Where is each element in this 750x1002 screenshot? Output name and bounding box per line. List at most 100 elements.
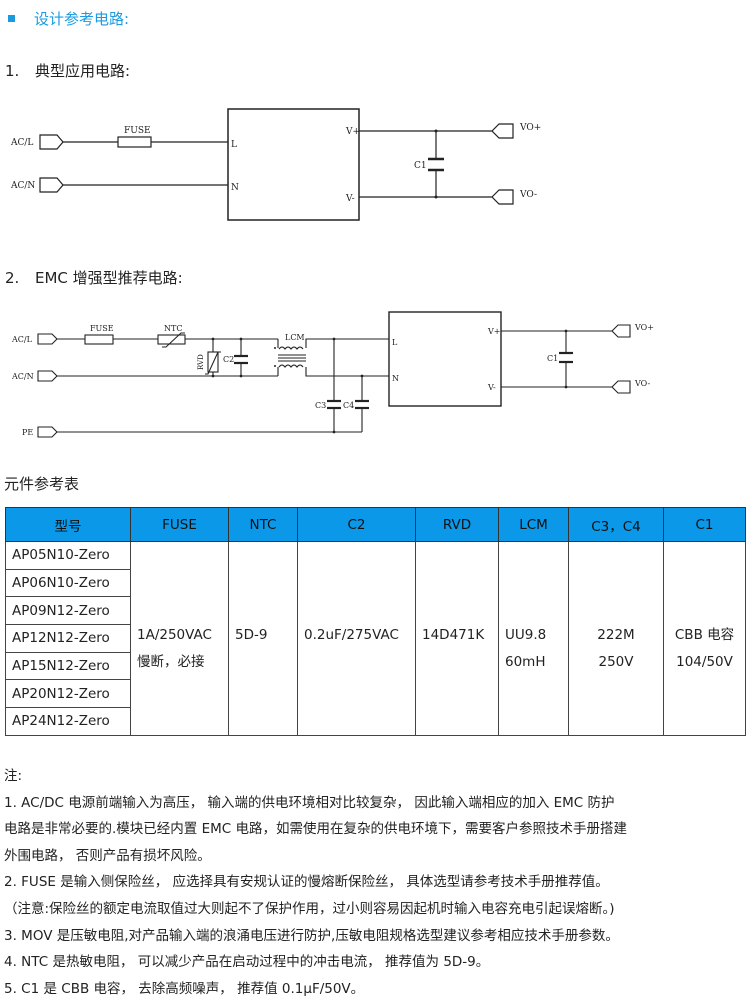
circuit1-number: 1. [5, 62, 20, 80]
model-cell: AP20N12-Zero [5, 679, 131, 709]
header-c2: C2 [297, 507, 416, 542]
ntc-label: NTC [164, 324, 182, 333]
fuse-symbol-icon [117, 136, 152, 148]
note-line: 4. NTC 是热敏电阻， 可以减少产品在启动过程中的冲击电流， 推荐值为 5D… [4, 954, 490, 971]
c2-cell: 0.2uF/275VAC [297, 541, 416, 736]
fuse-cell: 1A/250VAC 慢断，必接 [130, 541, 229, 736]
c2-capacitor-icon [234, 354, 248, 365]
header-c1: C1 [663, 507, 746, 542]
pin-vminus-label: V- [345, 194, 355, 204]
pin-vplus-label: V+ [487, 327, 500, 336]
pin-n-label: N [231, 183, 239, 193]
c3-c4-voltage: 250V [598, 654, 634, 670]
ntc-cell: 5D-9 [228, 541, 298, 736]
note-line: 2. FUSE 是输入侧保险丝， 应选择具有安规认证的慢熔断保险丝， 具体选型请… [4, 874, 609, 891]
ac-n-connector-icon [37, 370, 58, 382]
c1-capacitor-icon [428, 157, 444, 172]
table-row: AP12N12-Zero [5, 624, 746, 653]
ac-n-label: AC/N [10, 181, 35, 191]
ac-l-connector-icon [37, 333, 58, 345]
table-title: 元件参考表 [4, 475, 80, 493]
ac-n-connector-icon [39, 177, 64, 193]
rvd-value: 14D471K [422, 627, 485, 643]
table-row: AP15N12-Zero [5, 651, 746, 681]
c1-capacitor-icon [559, 351, 573, 364]
vo-minus-connector-icon [491, 189, 514, 205]
header-fuse: FUSE [130, 507, 229, 542]
square-bullet-icon [8, 15, 15, 22]
c3-c4-value: 222M [597, 627, 635, 643]
ac-l-connector-icon [39, 134, 64, 150]
section-heading-text: 设计参考电路: [34, 10, 130, 28]
lcm-coil-bottom-icon [278, 364, 304, 368]
ntc-symbol-icon [157, 334, 186, 345]
lcm-value: UU9.8 [505, 627, 547, 643]
vo-plus-label: VO+ [634, 323, 654, 332]
ac-n-label: AC/N [11, 372, 34, 381]
header-lcm: LCM [498, 507, 569, 542]
fuse-note: 慢断，必接 [137, 654, 205, 670]
header-rvd: RVD [415, 507, 499, 542]
c3-c4-cell: 222M 250V [568, 541, 664, 736]
table-row: AP24N12-Zero [5, 707, 746, 736]
circuit2-title: EMC 增强型推荐电路: [35, 269, 183, 287]
table-row: AP20N12-Zero [5, 679, 746, 709]
notes-title: 注: [4, 768, 23, 784]
table-row: AP06N10-Zero [5, 568, 746, 598]
c4-label: C4 [343, 401, 354, 410]
vo-plus-label: VO+ [519, 123, 541, 133]
model-cell: AP12N12-Zero [5, 624, 131, 653]
emc-circuit-diagram: AC/L AC/N PE FUSE NTC RVD C2 LCM C3 C4 L… [11, 311, 654, 438]
table-row: AP09N12-Zero [5, 596, 746, 626]
fuse-symbol-icon [84, 334, 114, 345]
vo-minus-connector-icon [611, 380, 631, 394]
c2-label: C2 [223, 355, 234, 364]
header-ntc: NTC [228, 507, 298, 542]
c1-value: 104/50V [676, 654, 733, 670]
lcm-inductance: 60mH [505, 654, 546, 670]
c2-value: 0.2uF/275VAC [304, 627, 399, 643]
circuit2-number: 2. [5, 269, 20, 287]
pin-l-label: L [392, 338, 398, 347]
pin-vminus-label: V- [487, 383, 496, 392]
lcm-cell: UU9.8 60mH [498, 541, 569, 736]
ac-l-label: AC/L [10, 138, 33, 148]
c1-cell: CBB 电容 104/50V [663, 541, 746, 736]
lcm-label: LCM [285, 333, 305, 342]
circuit1-heading: 1. 典型应用电路: [5, 60, 130, 81]
note-line: 1. AC/DC 电源前端输入为高压， 输入端的供电环境相对比较复杂， 因此输入… [4, 794, 615, 811]
module-box [388, 311, 502, 407]
table-header-row: 型号 FUSE NTC C2 RVD LCM C3，C4 C1 [5, 507, 746, 542]
header-model: 型号 [5, 507, 131, 542]
component-reference-table: 型号 FUSE NTC C2 RVD LCM C3，C4 C1 AP05N10-… [5, 507, 746, 736]
c1-type: CBB 电容 [674, 627, 735, 643]
table-row: AP05N10-Zero 1A/250VAC 慢断，必接 5D-9 0.2uF/… [5, 541, 746, 736]
pe-connector-icon [37, 426, 58, 438]
c1-label: C1 [547, 354, 558, 363]
vo-minus-label: VO- [634, 379, 650, 388]
pin-l-label: L [231, 140, 237, 150]
vo-plus-connector-icon [491, 123, 514, 139]
model-cell: AP15N12-Zero [5, 651, 131, 681]
note-line: 外围电路， 否则产品有损坏风险。 [4, 847, 211, 864]
note-line: 3. MOV 是压敏电阻,对产品输入端的浪涌电压进行防护,压敏电阻规格选型建议参… [4, 927, 619, 944]
ac-l-label: AC/L [11, 335, 33, 344]
pin-n-label: N [392, 374, 399, 383]
circuit1-title: 典型应用电路: [35, 62, 131, 80]
model-cell: AP24N12-Zero [5, 707, 131, 736]
pe-label: PE [22, 428, 33, 437]
rvd-cell: 14D471K [415, 541, 499, 736]
model-cell: AP05N10-Zero [5, 541, 131, 570]
vo-minus-label: VO- [519, 190, 537, 200]
circuit2-heading: 2. EMC 增强型推荐电路: [5, 267, 183, 288]
c1-label: C1 [414, 161, 427, 171]
note-line: （注意:保险丝的额定电流取值过大则起不了保护作用，过小则容易因起机时输入电容充电… [4, 900, 615, 917]
module-box [227, 108, 360, 221]
c4-capacitor-icon [355, 399, 369, 410]
c3-label: C3 [315, 401, 326, 410]
note-line: 电路是非常必要的.模块已经内置 EMC 电路，如需使用在复杂的供电环境下，需要客… [4, 821, 627, 838]
fuse-label: FUSE [90, 324, 114, 333]
typical-circuit-diagram: AC/L AC/N FUSE L N V+ V- C1 VO+ VO- [10, 108, 541, 221]
pin-vplus-label: V+ [345, 127, 360, 137]
note-line: 5. C1 是 CBB 电容， 去除高频噪声， 推荐值 0.1μF/50V。 [4, 980, 365, 997]
